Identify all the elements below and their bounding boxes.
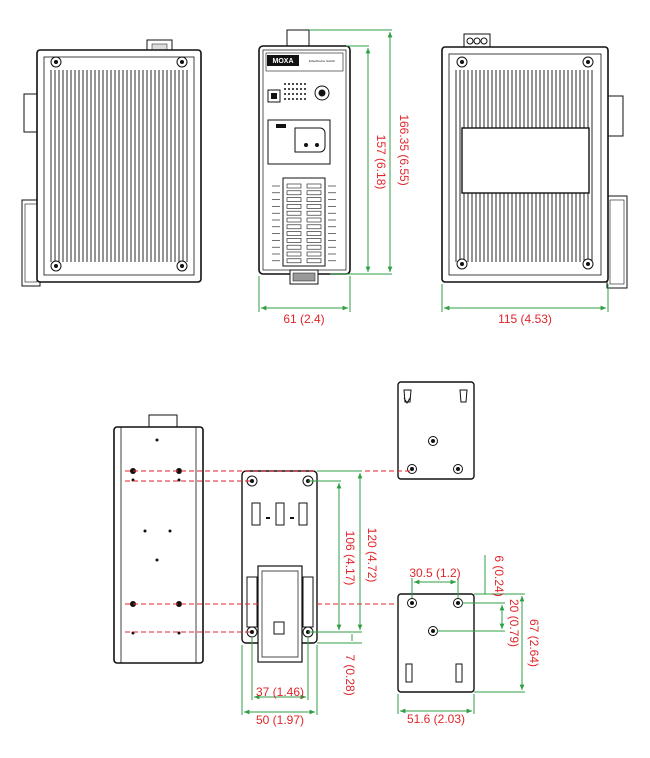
dim-din-inner-height: 106 (4.17) xyxy=(343,531,357,586)
alignment-lines xyxy=(125,470,412,633)
bottom-dimension-lines xyxy=(241,470,525,715)
dim-wall-hole-spacing: 30.5 (1.2) xyxy=(409,566,460,580)
top-dimension-lines xyxy=(258,29,609,312)
dim-wall-height: 67 (2.64) xyxy=(527,619,541,667)
right-side-view xyxy=(441,33,628,289)
brand-logo: MOXA xyxy=(273,58,294,65)
dim-wall-width: 51.6 (2.03) xyxy=(407,712,465,726)
dim-wall-top-offset: 6 (0.24) xyxy=(492,555,506,596)
dim-wall-center-offset: 20 (0.79) xyxy=(507,599,521,647)
dim-din-bottom-offset: 7 (0.28) xyxy=(343,654,357,695)
dim-front-width: 61 (2.4) xyxy=(283,312,324,326)
dim-din-hole-spacing: 120 (4.72) xyxy=(365,528,379,583)
dim-front-height-total: 166.35 (6.55) xyxy=(397,114,411,185)
port-block xyxy=(272,177,336,267)
wall-mount-plate-top xyxy=(397,381,475,480)
wall-mount-plate-bottom xyxy=(397,593,475,693)
screw-icon xyxy=(456,56,594,270)
dim-front-height-body: 157 (6.18) xyxy=(374,135,388,190)
dim-din-total-width: 50 (1.97) xyxy=(256,713,304,727)
dim-side-depth: 115 (4.53) xyxy=(498,312,552,326)
dim-din-inner-width: 37 (1.46) xyxy=(256,685,304,699)
usb-module xyxy=(267,119,331,165)
model-label: EtherDevice Switch xyxy=(309,59,335,63)
rear-view xyxy=(113,414,204,664)
front-panel-leds xyxy=(267,83,330,103)
screw-icon xyxy=(50,56,188,272)
din-rail-plate xyxy=(241,470,318,663)
left-side-view xyxy=(21,39,202,287)
front-view: MOXA EtherDevice Switch xyxy=(258,29,351,285)
cooling-fins xyxy=(50,70,188,262)
label-area xyxy=(461,127,590,194)
